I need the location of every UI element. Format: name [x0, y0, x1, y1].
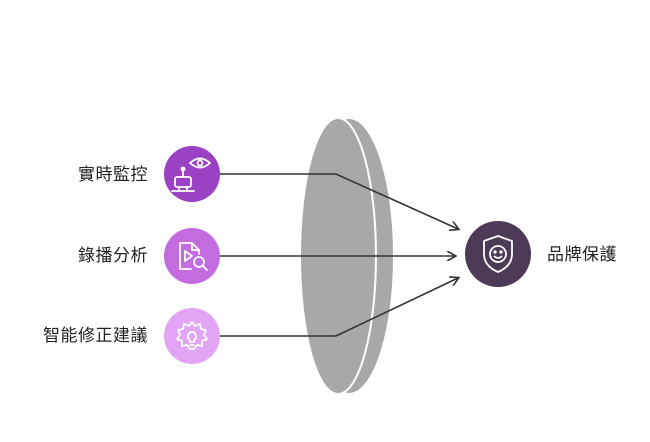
input-label-2: 錄播分析	[78, 246, 148, 266]
input-label-1: 實時監控	[78, 165, 148, 185]
input-node-2	[164, 228, 220, 284]
input-node-1	[164, 146, 220, 202]
input-label-3: 智能修正建議	[43, 326, 148, 346]
gear-bulb-icon	[176, 321, 208, 350]
shield-face-icon	[483, 235, 513, 273]
connectors	[220, 173, 458, 337]
video-search-icon	[179, 242, 208, 271]
connector-3	[220, 278, 458, 337]
output-label: 品牌保護	[547, 245, 617, 265]
robot-eye-icon	[171, 157, 211, 192]
output-node	[465, 221, 531, 287]
input-node-3	[164, 308, 220, 364]
connector-1	[220, 173, 458, 229]
